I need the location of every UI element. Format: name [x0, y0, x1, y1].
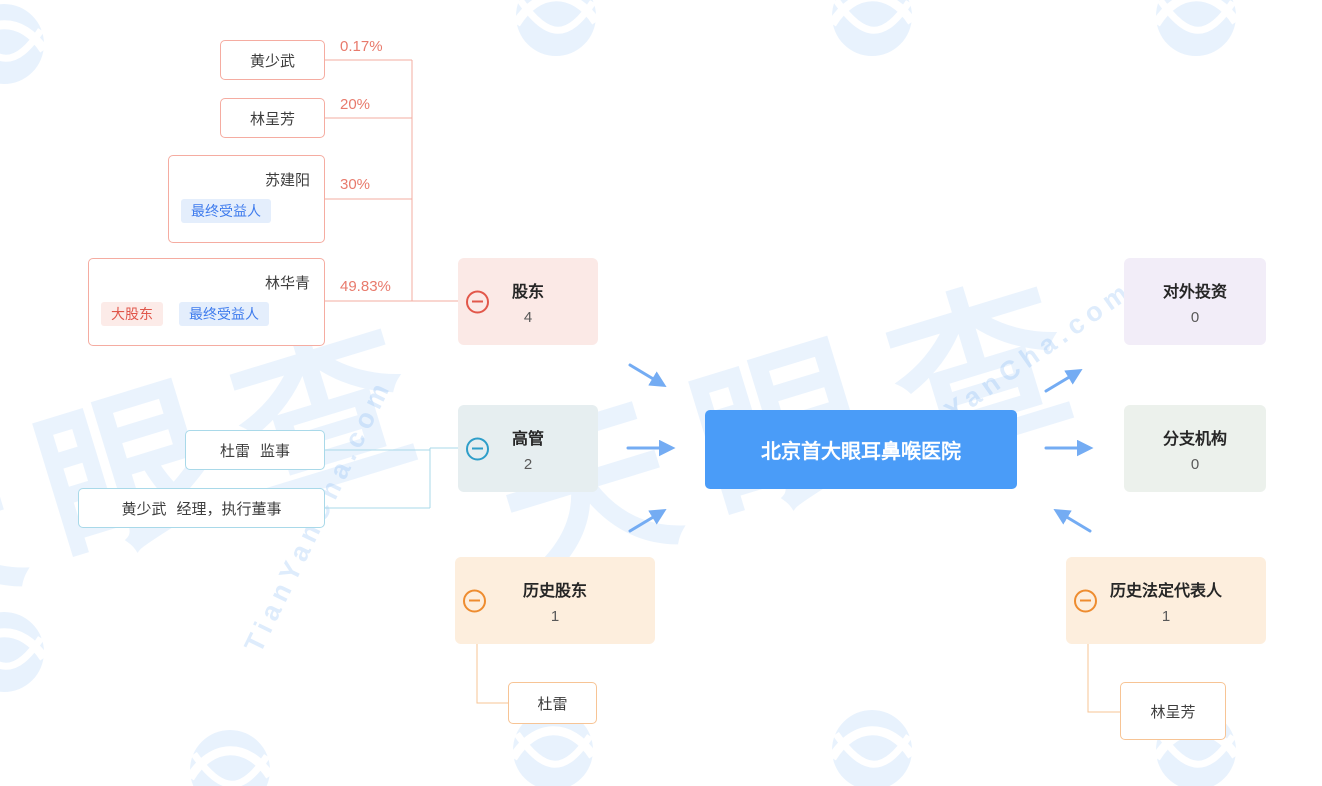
executive-card[interactable]: 杜雷 监事 — [185, 430, 325, 470]
group-count: 2 — [523, 455, 533, 473]
history-legal-rep-card[interactable]: 林呈芳 — [1120, 682, 1226, 740]
beneficiary-badge: 最终受益人 — [179, 302, 269, 326]
person-name: 林呈芳 — [249, 110, 295, 128]
major-shareholder-badge: 大股东 — [101, 302, 163, 326]
collapse-minus-icon[interactable] — [466, 437, 489, 460]
history-shareholder-card[interactable]: 杜雷 — [508, 682, 597, 724]
person-name: 杜雷 — [219, 442, 250, 460]
person-name: 苏建阳 — [264, 172, 310, 189]
group-title: 历史法定代表人 — [1109, 582, 1222, 600]
group-node-branches[interactable]: 分支机构 0 — [1124, 405, 1266, 492]
group-title: 历史股东 — [522, 582, 587, 600]
shareholder-card[interactable]: 林呈芳 — [220, 98, 325, 138]
shareholding-percent: 0.17% — [340, 38, 383, 55]
shareholder-card[interactable]: 林华青 大股东 最终受益人 — [88, 258, 325, 346]
group-node-history-legal-reps[interactable]: 历史法定代表人 1 — [1066, 557, 1266, 644]
group-node-executives[interactable]: 高管 2 — [458, 405, 598, 492]
group-title: 股东 — [511, 283, 544, 301]
collapse-minus-icon[interactable] — [466, 290, 489, 313]
shareholding-percent: 30% — [340, 176, 371, 193]
group-count: 1 — [1161, 607, 1171, 625]
person-role: 监事 — [260, 442, 291, 460]
group-count: 0 — [1190, 308, 1200, 326]
group-node-investments[interactable]: 对外投资 0 — [1124, 258, 1266, 345]
arrow-history-legal-rep-to-company — [1053, 509, 1092, 533]
group-title: 高管 — [511, 430, 544, 448]
group-title: 对外投资 — [1162, 283, 1227, 301]
shareholder-card[interactable]: 黄少武 — [220, 40, 325, 80]
company-node[interactable]: 北京首大眼耳鼻喉医院 — [705, 410, 1017, 489]
group-count: 0 — [1190, 455, 1200, 473]
shareholding-percent: 49.83% — [340, 278, 391, 295]
beneficiary-badge: 最终受益人 — [181, 199, 271, 223]
shareholder-card[interactable]: 苏建阳 最终受益人 — [168, 155, 325, 243]
group-count: 4 — [523, 308, 533, 326]
company-name: 北京首大眼耳鼻喉医院 — [761, 441, 961, 463]
person-name: 杜雷 — [537, 695, 568, 713]
shareholding-percent: 20% — [340, 96, 371, 113]
collapse-minus-icon[interactable] — [1074, 589, 1097, 612]
person-name: 林华青 — [264, 275, 310, 292]
group-count: 1 — [550, 607, 560, 625]
collapse-minus-icon[interactable] — [463, 589, 486, 612]
person-name: 林呈芳 — [1150, 703, 1196, 721]
person-name: 黄少武 — [249, 52, 295, 70]
group-title: 分支机构 — [1162, 430, 1227, 448]
executive-card[interactable]: 黄少武 经理，执行董事 — [78, 488, 325, 528]
person-role: 经理，执行董事 — [176, 500, 282, 518]
group-node-shareholders[interactable]: 股东 4 — [458, 258, 598, 345]
person-name: 黄少武 — [121, 500, 167, 518]
group-node-history-shareholders[interactable]: 历史股东 1 — [455, 557, 655, 644]
